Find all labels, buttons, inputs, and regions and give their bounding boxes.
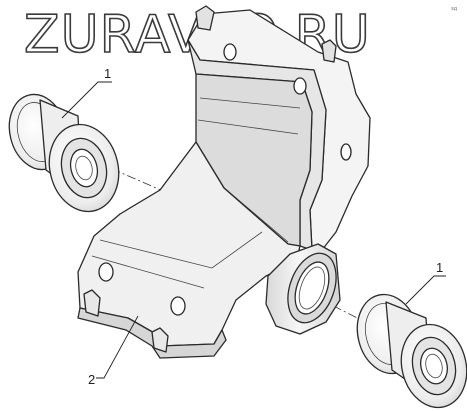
callout-bracket: 2	[88, 315, 139, 387]
callout-bushing-left: 1	[61, 66, 112, 119]
callout-label: 2	[88, 372, 95, 387]
callout-label: 1	[104, 66, 111, 81]
hole	[170, 296, 186, 316]
bracket	[77, 5, 371, 359]
hole	[293, 77, 307, 95]
bushing-right	[356, 293, 467, 409]
corner-mark: зд	[451, 6, 458, 12]
hole	[340, 143, 352, 161]
callout-bushing-right: 1	[405, 260, 446, 305]
bushing-left	[8, 93, 120, 213]
hole	[98, 262, 114, 282]
callout-label: 1	[436, 260, 443, 275]
hole	[223, 43, 237, 61]
